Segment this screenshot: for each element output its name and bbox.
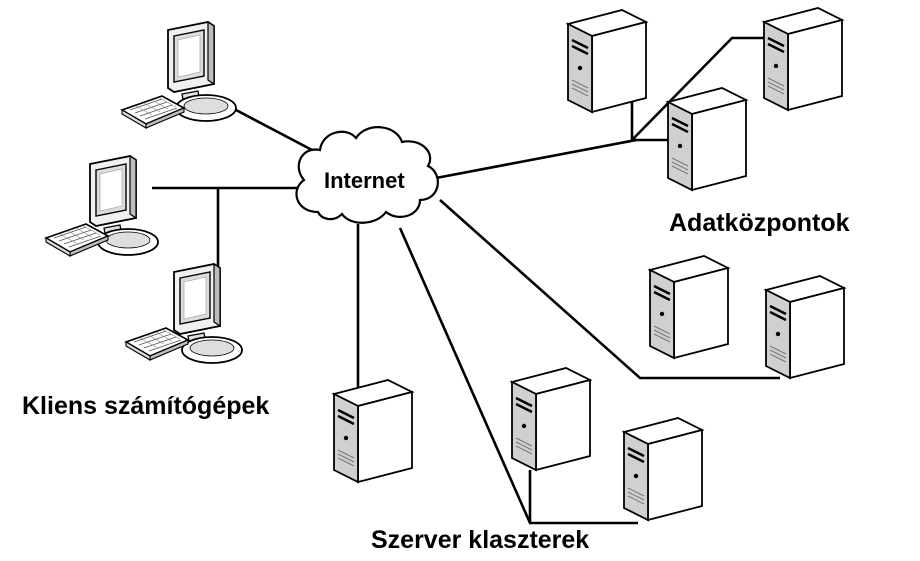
server-tower-icon xyxy=(332,378,414,484)
server-tower-icon xyxy=(648,254,730,360)
server-tower-icon xyxy=(764,274,846,380)
server-tower-icon xyxy=(622,416,704,522)
link-client-1 xyxy=(235,108,313,152)
server-tower-icon xyxy=(762,6,844,112)
client-computer-3 xyxy=(125,263,243,364)
keyboard-icon xyxy=(45,223,109,257)
datacenters-label: Adatközpontok xyxy=(669,209,850,237)
server-tower-icon xyxy=(510,366,592,472)
cloud-icon xyxy=(295,126,439,224)
internet-label: Internet xyxy=(324,168,405,193)
link-datacenter xyxy=(435,138,637,180)
keyboard-icon xyxy=(121,95,185,129)
server-tower-icon xyxy=(566,8,648,114)
connection-lines xyxy=(152,36,780,525)
server-tower-icon xyxy=(666,86,748,192)
client-computer-1 xyxy=(121,21,237,129)
link-right-cluster xyxy=(439,199,780,380)
client-computer-2 xyxy=(45,155,159,257)
clusters-label: Szerver klaszterek xyxy=(371,526,590,554)
clients-label: Kliens számítógépek xyxy=(22,392,270,420)
computer-monitor-icon xyxy=(173,263,243,364)
link-bottom-cluster xyxy=(398,227,638,525)
link-dc-server-2 xyxy=(631,36,768,141)
